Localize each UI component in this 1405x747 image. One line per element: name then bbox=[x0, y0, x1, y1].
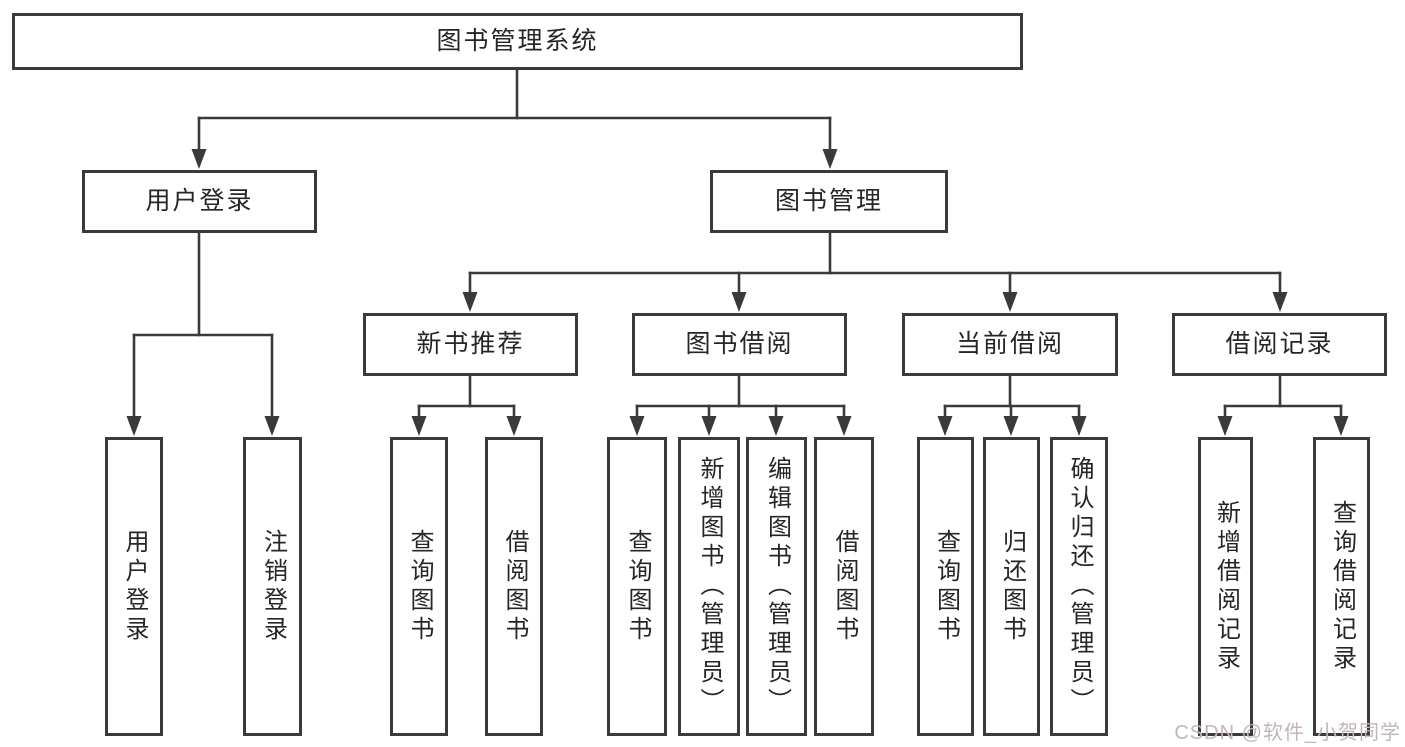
leaf-user-login: 用户登录 bbox=[105, 437, 163, 736]
leaf-bb-edit-books-admin: 编辑图书（管理员） bbox=[746, 437, 807, 736]
leaf-bb-query-books-label: 查询图书 bbox=[624, 528, 651, 645]
leaf-bb-add-books-admin-label: 新增图书（管理员） bbox=[696, 456, 723, 717]
leaf-cb-confirm-return-admin-label: 确认归还（管理员） bbox=[1066, 456, 1093, 717]
node-user-login-label: 用户登录 bbox=[145, 187, 254, 215]
leaf-logout-label: 注销登录 bbox=[259, 528, 287, 645]
node-book-borrowing: 图书借阅 bbox=[632, 313, 847, 376]
leaf-br-query-borrow-record-label: 查询借阅记录 bbox=[1328, 499, 1356, 674]
node-borrowing-records-label: 借阅记录 bbox=[1225, 330, 1334, 358]
leaf-br-query-borrow-record: 查询借阅记录 bbox=[1313, 437, 1370, 736]
node-current-borrowing-label: 当前借阅 bbox=[955, 330, 1064, 358]
node-book-borrowing-label: 图书借阅 bbox=[685, 330, 794, 358]
node-book-management: 图书管理 bbox=[710, 170, 948, 233]
leaf-nbr-borrow-books: 借阅图书 bbox=[485, 437, 543, 736]
leaf-br-add-borrow-record: 新增借阅记录 bbox=[1198, 437, 1253, 736]
leaf-cb-return-books: 归还图书 bbox=[983, 437, 1040, 736]
leaf-bb-query-books: 查询图书 bbox=[607, 437, 667, 736]
leaf-nbr-query-books: 查询图书 bbox=[390, 437, 448, 736]
watermark: CSDN @软件_小贺同学 bbox=[1174, 722, 1401, 744]
leaf-bb-borrow-books: 借阅图书 bbox=[814, 437, 874, 736]
node-user-login: 用户登录 bbox=[82, 170, 317, 233]
node-current-borrowing: 当前借阅 bbox=[902, 313, 1118, 376]
leaf-nbr-borrow-books-label: 借阅图书 bbox=[501, 528, 528, 645]
arrowhead-icons bbox=[126, 149, 1349, 436]
leaf-cb-return-books-label: 归还图书 bbox=[998, 528, 1026, 645]
node-new-book-recommend-label: 新书推荐 bbox=[416, 330, 525, 358]
leaf-cb-query-books-label: 查询图书 bbox=[932, 528, 960, 645]
leaf-cb-query-books: 查询图书 bbox=[917, 437, 974, 736]
leaf-logout: 注销登录 bbox=[243, 437, 302, 736]
leaf-bb-borrow-books-label: 借阅图书 bbox=[831, 528, 858, 645]
node-book-management-label: 图书管理 bbox=[774, 187, 883, 215]
leaf-bb-add-books-admin: 新增图书（管理员） bbox=[678, 437, 740, 736]
leaf-cb-confirm-return-admin: 确认归还（管理员） bbox=[1050, 437, 1108, 736]
node-root: 图书管理系统 bbox=[12, 13, 1023, 70]
leaf-bb-edit-books-admin-label: 编辑图书（管理员） bbox=[763, 456, 791, 717]
leaf-nbr-query-books-label: 查询图书 bbox=[406, 528, 433, 645]
node-root-label: 图书管理系统 bbox=[436, 27, 599, 55]
node-new-book-recommend: 新书推荐 bbox=[363, 313, 578, 376]
node-borrowing-records: 借阅记录 bbox=[1172, 313, 1387, 376]
leaf-user-login-label: 用户登录 bbox=[121, 528, 148, 645]
leaf-br-add-borrow-record-label: 新增借阅记录 bbox=[1212, 499, 1240, 674]
